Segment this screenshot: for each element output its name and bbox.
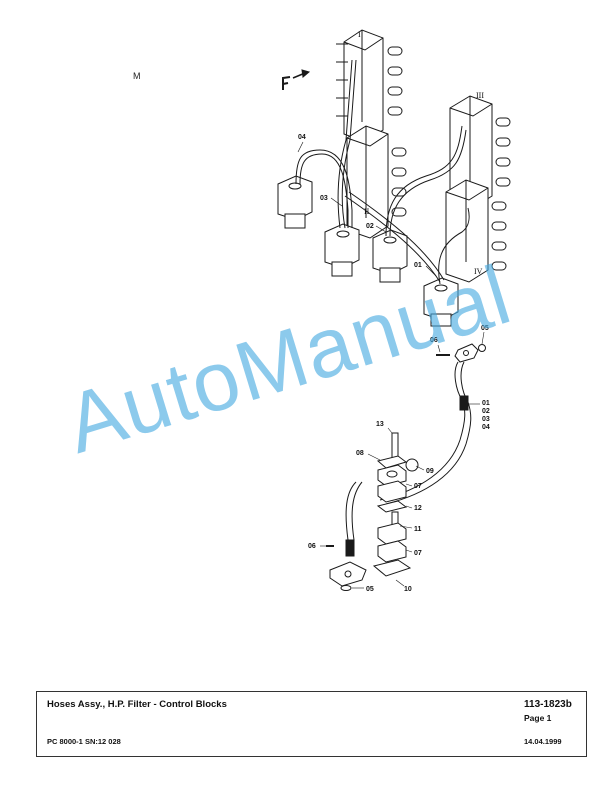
part-label-06-top: 06 [430, 337, 438, 344]
hp-filter-4 [423, 277, 459, 327]
part-label-12: 12 [414, 505, 422, 512]
part-label-08: 08 [356, 450, 364, 457]
drawing-title: Hoses Assy., H.P. Filter - Control Block… [47, 699, 227, 710]
part-label-07-b: 07 [414, 550, 422, 557]
clamp-stack [372, 432, 419, 577]
hose-bundle-lower [345, 361, 472, 557]
part-label-05-top: 05 [481, 325, 489, 332]
part-label-13: 13 [376, 421, 384, 428]
control-block-1 [336, 29, 403, 143]
part-label-05-bottom: 05 [366, 586, 374, 593]
part-label-01-stack: 01 [482, 400, 490, 407]
part-label-04: 04 [298, 134, 306, 141]
page-number: Page 1 [524, 713, 552, 723]
hp-filter-2 [324, 223, 360, 277]
document-number: 113-1823b [524, 699, 572, 710]
part-label-09: 09 [426, 468, 434, 475]
hp-filter-3 [372, 229, 408, 283]
part-label-03-stack: 03 [482, 416, 490, 423]
part-label-03: 03 [320, 195, 328, 202]
part-label-04-stack: 04 [482, 424, 490, 431]
hose-lines-upper [295, 59, 470, 285]
roman-label-i: I [358, 30, 361, 39]
leader-lines [297, 141, 485, 589]
hp-filter-1 [277, 175, 313, 229]
issue-date: 14.04.1999 [524, 737, 562, 746]
roman-label-iv: IV [474, 267, 483, 276]
part-label-02-stack: 02 [482, 408, 490, 415]
control-block-2 [346, 125, 407, 239]
part-label-10: 10 [404, 586, 412, 593]
part-label-02: 02 [366, 223, 374, 230]
upper-flange [436, 343, 486, 363]
part-label-11: 11 [414, 526, 422, 533]
lower-flange [326, 545, 367, 591]
control-block-3 [449, 95, 511, 209]
title-block: Hoses Assy., H.P. Filter - Control Block… [36, 691, 587, 757]
machine-model: PC 8000-1 SN:12 028 [47, 737, 121, 746]
view-arrow-f-icon [282, 69, 311, 90]
page-marker: M [133, 71, 141, 81]
control-block-4 [445, 179, 507, 283]
part-label-07-a: 07 [414, 483, 422, 490]
part-label-06-bottom: 06 [308, 543, 316, 550]
roman-label-ii: II [364, 207, 370, 216]
part-label-01: 01 [414, 262, 422, 269]
roman-label-iii: III [476, 91, 484, 100]
